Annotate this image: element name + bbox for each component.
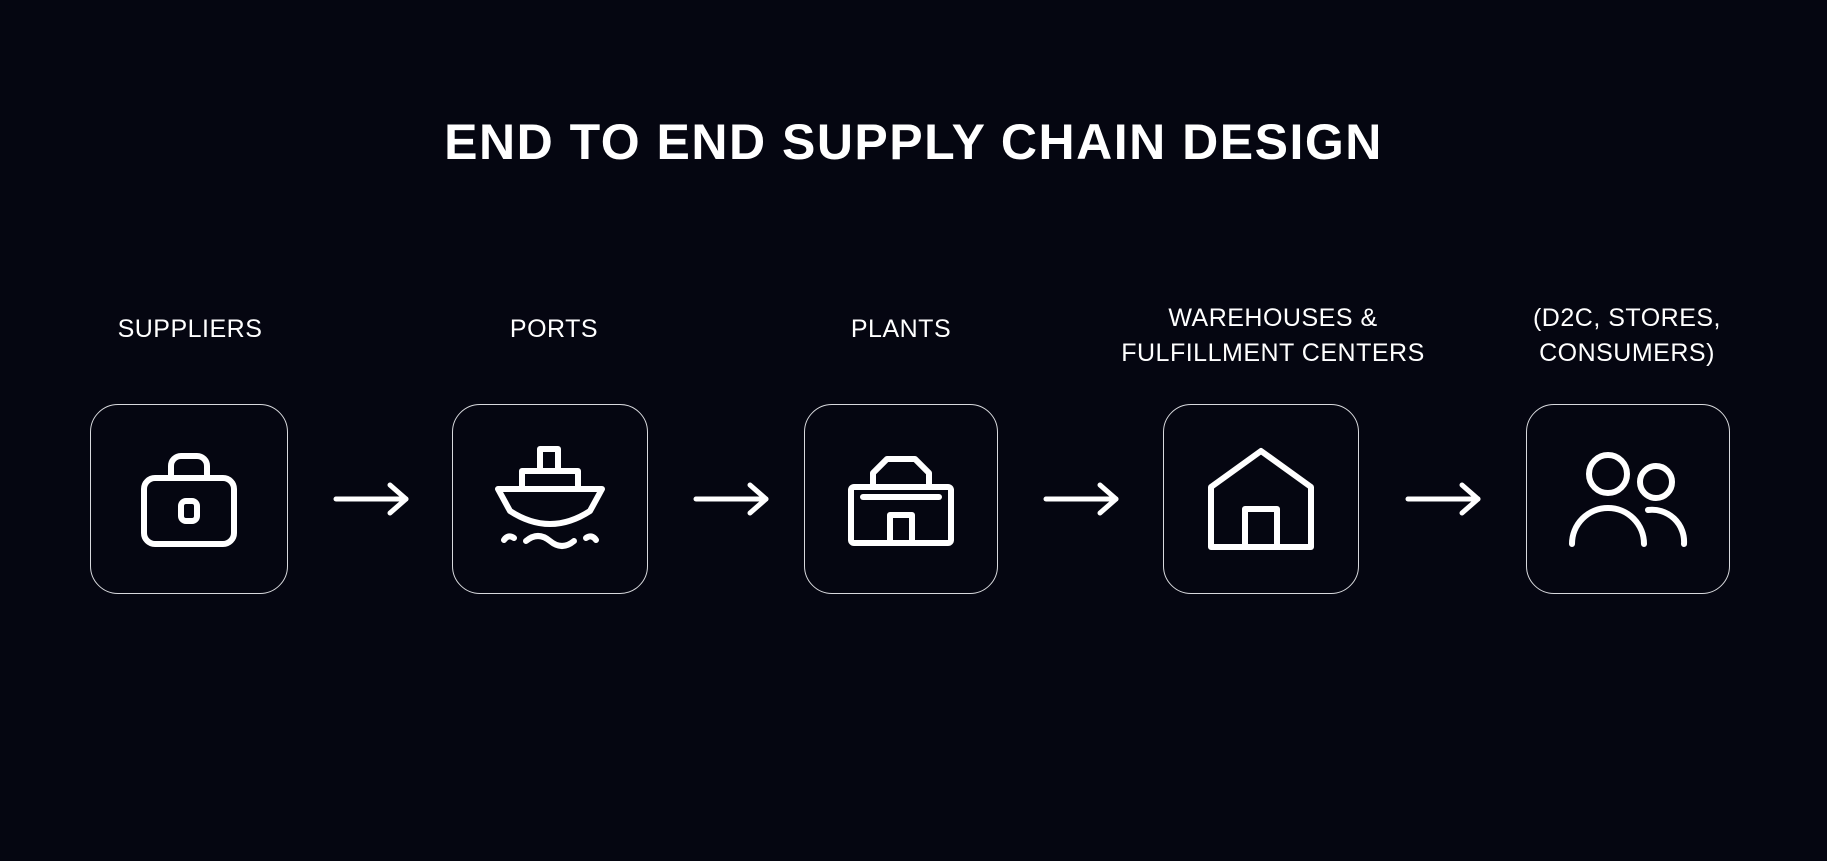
arrow-right-icon — [333, 482, 409, 516]
stage-label-line: FULFILLMENT CENTERS — [1121, 339, 1425, 367]
stage-box-suppliers — [90, 404, 288, 594]
stage-label-line: CONSUMERS) — [1539, 339, 1715, 367]
arrow-right-icon — [1043, 482, 1119, 516]
stage-label-line: PORTS — [509, 315, 599, 343]
stage-label-line: PLANTS — [850, 315, 952, 343]
briefcase-icon — [141, 453, 237, 547]
stage-label-consumers: (D2C, STORES, CONSUMERS) — [1457, 301, 1797, 371]
stage-label-warehouses: WAREHOUSES & FULFILLMENT CENTERS — [1103, 301, 1443, 371]
stage-label-line: WAREHOUSES & — [1168, 304, 1378, 332]
stage-label-suppliers: SUPPLIERS — [20, 312, 360, 347]
stage-box-plants — [804, 404, 998, 594]
stage-box-warehouses — [1163, 404, 1359, 594]
ship-icon — [495, 446, 605, 549]
stage-label-line: (D2C, STORES, — [1532, 304, 1722, 332]
stage-box-consumers — [1526, 404, 1730, 594]
stage-label-ports: PORTS — [384, 312, 724, 347]
arrow-right-icon — [693, 482, 769, 516]
house-icon — [1208, 448, 1314, 550]
stage-box-ports — [452, 404, 648, 594]
arrow-right-icon — [1405, 482, 1481, 516]
people-icon — [1569, 452, 1688, 547]
stage-label-line: SUPPLIERS — [117, 315, 263, 343]
diagram-title: END TO END SUPPLY CHAIN DESIGN — [444, 114, 1383, 170]
stage-label-plants: PLANTS — [731, 312, 1071, 347]
plant-building-icon — [848, 456, 954, 546]
